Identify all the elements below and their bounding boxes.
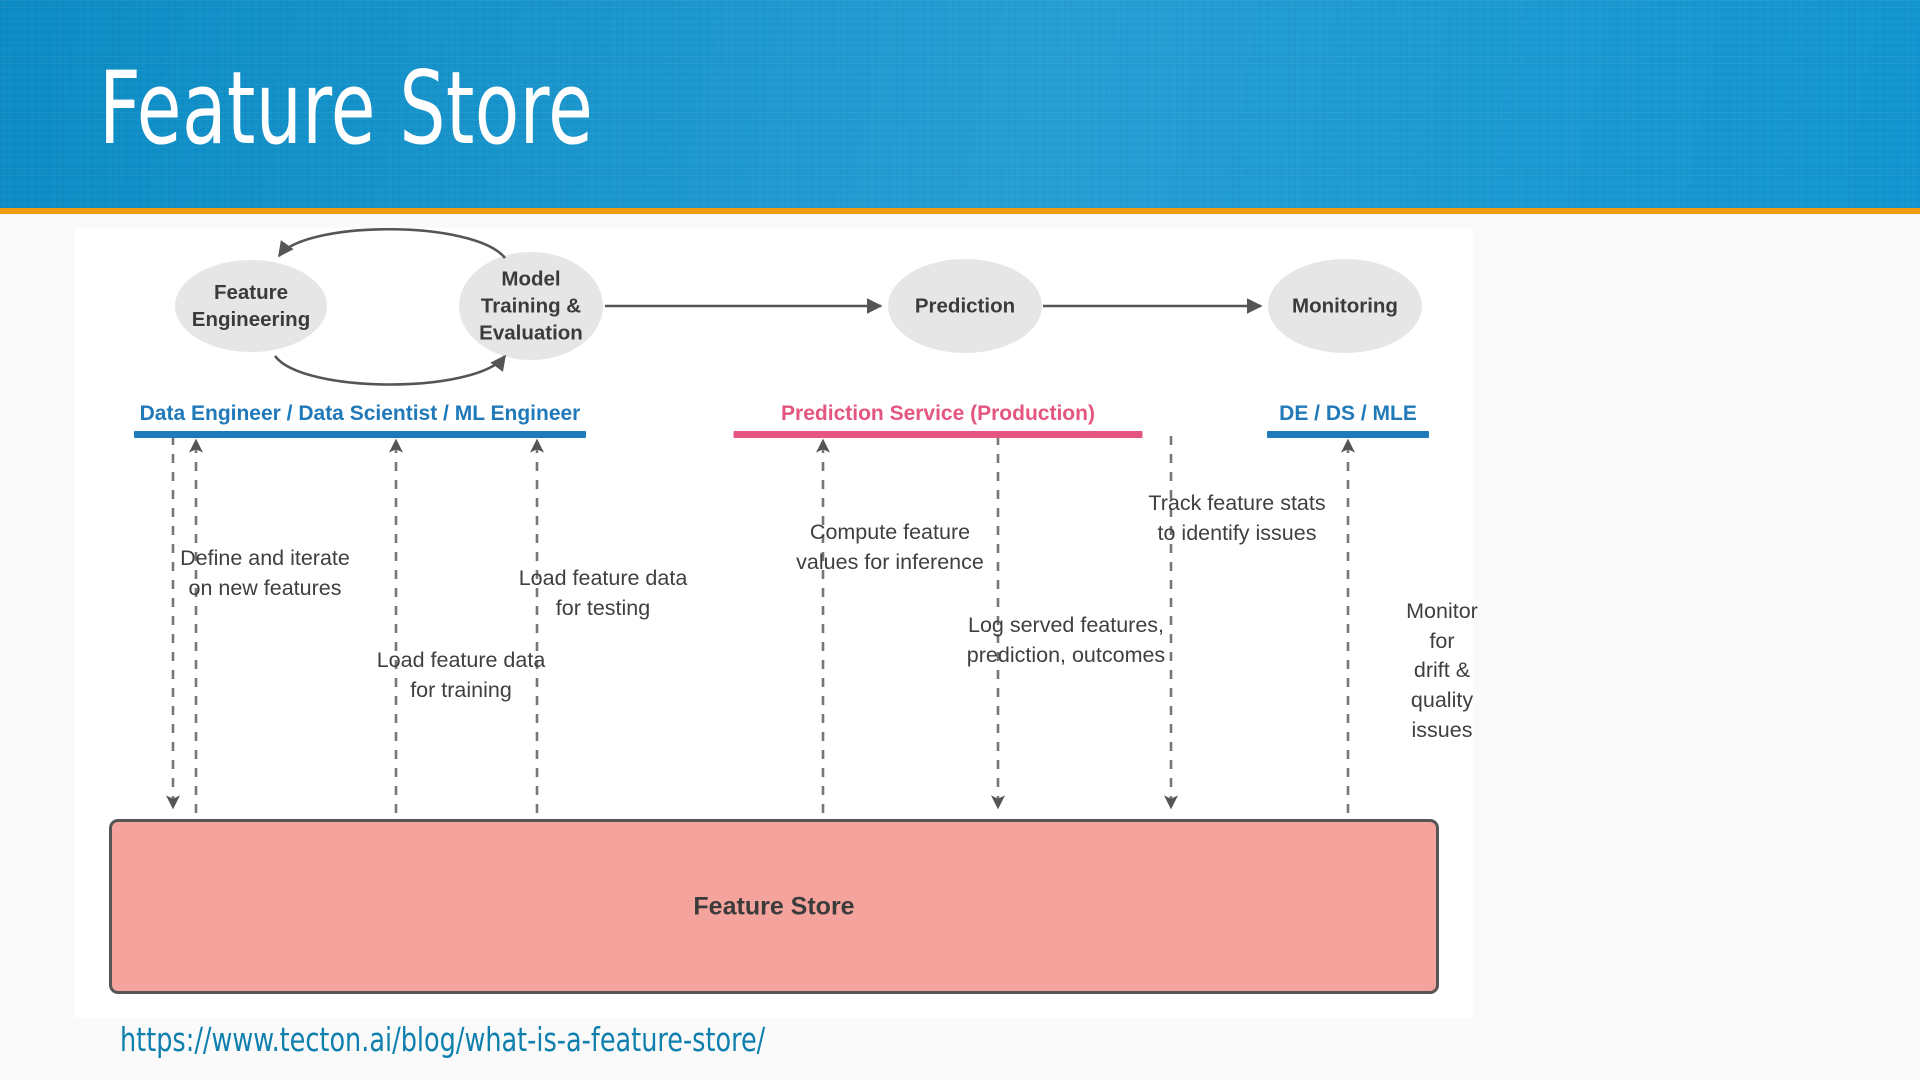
source-url-link[interactable]: https://www.tecton.ai/blog/what-is-a-fea… [120,1020,766,1059]
lane-rule-data-engineer [134,431,586,438]
annotation-load-training: Load feature data for training [376,648,546,702]
lane-rule-prediction-service [733,431,1143,438]
feature-store-box-label: Feature Store [693,892,855,920]
annotation-load-testing: Load feature data for testing [518,566,688,620]
pipeline-node-shapes [175,252,1422,360]
slide-header-banner: Feature Store [0,0,1920,208]
lane-header-data-engineer: Data Engineer / Data Scientist / ML Engi… [139,402,581,425]
annotation-monitor-drift: Monitor for drift & quality issues [1406,599,1478,742]
lane-header-prediction-service: Prediction Service (Production) [781,402,1095,425]
diagram-canvas [165,228,1422,813]
annotation-compute-features: Compute feature values for inference [796,520,984,574]
lane-rule-de-ds-mle [1267,431,1429,438]
feedback-loop-arrows [273,228,507,386]
annotation-track-stats: Track feature stats to identify issues [1148,491,1326,545]
lane-header-de-ds-mle: DE / DS / MLE [1279,402,1417,425]
feature-store-box: Feature Store [109,819,1439,994]
annotation-define-iterate: Define and iterate on new features [180,546,350,600]
feature-store-flow-lines [165,436,1356,813]
annotation-log-served: Log served features, prediction, outcome… [966,613,1166,667]
title-divider-rule [0,208,1920,214]
page-title: Feature Store [99,49,594,167]
